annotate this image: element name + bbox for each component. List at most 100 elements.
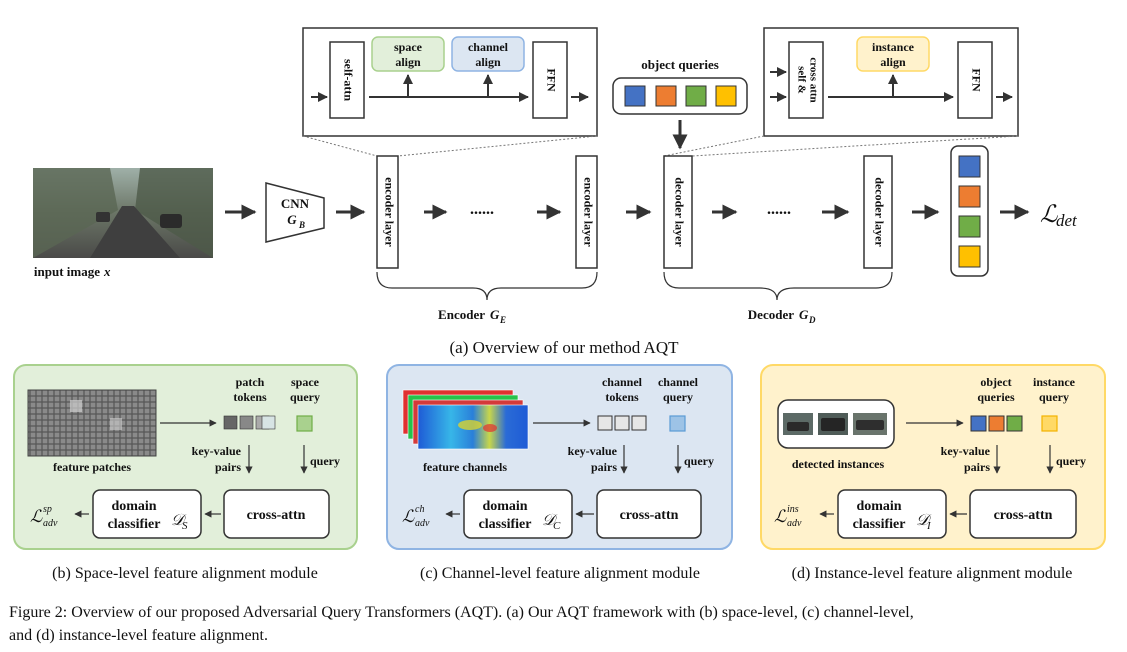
channel-align-block [451, 36, 525, 72]
panel-b-tokens-2: tokens [233, 390, 267, 404]
panel-b-kv-2: pairs [215, 460, 241, 474]
cnn-label: CNN [281, 196, 310, 211]
panel-c-kv-1: key-value [568, 444, 618, 458]
encoder-layer-first-label: encoder layer [382, 177, 396, 247]
panel-b-source-label: feature patches [53, 460, 131, 474]
panel-d-tokens-2: queries [977, 390, 1015, 404]
panel-b-loss-sup: sp [43, 504, 52, 515]
panel-d-query-2: query [1039, 390, 1069, 404]
channel-token-1 [597, 415, 613, 431]
object-queries-label: object queries [641, 57, 719, 72]
decoder-sub: D [808, 315, 816, 325]
instance-crop-2 [818, 413, 848, 435]
cnn-var: G [287, 212, 297, 227]
panel-d-kv-2: pairs [964, 460, 990, 474]
instance-token-blue [970, 415, 987, 432]
dec-ffn-label: FFN [969, 68, 983, 92]
panel-d-domain-2: classifier [853, 517, 906, 532]
panel-c-tokens-1: channel [602, 375, 643, 389]
self-cross-attn-block [788, 41, 824, 119]
instance-token-green [1006, 415, 1023, 432]
panel-channel-level: feature channels channel tokens channel … [386, 364, 733, 550]
panel-c-kv-2: pairs [591, 460, 617, 474]
encoder-detail-box: self-attn space align channel align FFN [302, 27, 598, 137]
panel-b-domain-2: classifier [108, 517, 161, 532]
panel-b-cross-attn-label: cross-attn [247, 508, 306, 523]
panel-b-query-1: space [291, 375, 320, 389]
output-square-yellow [958, 245, 981, 268]
cnn-backbone [265, 182, 325, 243]
instance-align-block [856, 36, 930, 72]
panel-c-query-arrow: query [684, 454, 714, 468]
decoder-dots: ...... [767, 201, 791, 218]
input-image [33, 168, 213, 258]
panel-c-loss: ℒ [402, 507, 415, 526]
encoder-layer-first [376, 155, 399, 269]
patch-token-4 [261, 415, 276, 430]
panel-c-query-2: query [663, 390, 693, 404]
encoder-label: Encoder [438, 307, 485, 322]
panel-b-loss: ℒ [30, 507, 43, 526]
channel-token-3 [631, 415, 647, 431]
panel-d-query-1: instance [1033, 375, 1076, 389]
figure-caption-line-2: and (d) instance-level feature alignment… [9, 627, 268, 644]
panel-d-loss-sup: ins [787, 504, 799, 515]
instance-query-square [1041, 415, 1058, 432]
panel-c-query-1: channel [658, 375, 699, 389]
query-square-yellow [715, 85, 737, 107]
input-image-var: x [103, 264, 111, 279]
output-square-orange [958, 185, 981, 208]
output-square-green [958, 215, 981, 238]
decoder-var: G [799, 307, 809, 322]
encoder-sub: E [499, 315, 506, 325]
figure-caption-line-1: Figure 2: Overview of our proposed Adver… [9, 604, 914, 621]
panel-c-domain-classifier [463, 489, 573, 539]
subcaption-d: (d) Instance-level feature alignment mod… [792, 565, 1073, 582]
panel-d-cross-attn-label: cross-attn [994, 508, 1053, 523]
loss-det-sub: det [1056, 211, 1078, 230]
panel-d-loss-sub: adv [787, 518, 802, 529]
panel-b-domain-classifier [92, 489, 202, 539]
patch-token-2 [239, 415, 254, 430]
instance-align-label-2: align [880, 55, 906, 69]
dec-ffn-block [957, 41, 993, 119]
output-square-blue [958, 155, 981, 178]
subcaption-a: (a) Overview of our method AQT [450, 338, 680, 357]
object-queries-box [612, 77, 748, 115]
panel-d-source-label: detected instances [792, 457, 885, 471]
panel-c-cross-attn [596, 489, 702, 539]
decoder-layer-last [863, 155, 893, 269]
panel-d-kv-1: key-value [941, 444, 991, 458]
panel-c-loss-sub: adv [415, 518, 430, 529]
channel-query-square [669, 415, 686, 432]
encoder-brace [376, 271, 598, 301]
panel-c-source-label: feature channels [423, 460, 507, 474]
instance-align-label-1: instance [872, 40, 915, 54]
panel-c-disc-sub: C [553, 520, 561, 532]
panel-d-cross-attn [969, 489, 1077, 539]
panel-d-tokens-1: object [980, 375, 1011, 389]
self-cross-label-1: self & [795, 66, 807, 94]
encoder-layer-last [575, 155, 598, 269]
decoder-layer-first-label: decoder layer [672, 177, 686, 247]
panel-d-domain-1: domain [856, 499, 901, 514]
query-square-green [685, 85, 707, 107]
loss-det: ℒ [1040, 202, 1058, 228]
panel-d-disc: 𝒟 [916, 512, 932, 529]
subcaption-b: (b) Space-level feature alignment module [52, 565, 318, 582]
channel-token-2 [614, 415, 630, 431]
panel-instance-level: detected instances object queries instan… [760, 364, 1106, 550]
panel-b-disc-sub: S [182, 520, 188, 532]
space-align-block [371, 36, 445, 72]
self-attn-label: self-attn [341, 59, 355, 101]
space-query-square [296, 415, 313, 432]
panel-d-domain-classifier [837, 489, 947, 539]
panel-c-loss-sup: ch [415, 504, 424, 515]
panel-b-query-arrow: query [310, 454, 340, 468]
decoder-brace [663, 271, 893, 301]
encoder-layer-last-label: encoder layer [581, 177, 595, 247]
input-image-label: input image [34, 264, 100, 279]
panel-b-tokens-1: patch [236, 375, 265, 389]
cnn-sub: B [298, 220, 305, 230]
